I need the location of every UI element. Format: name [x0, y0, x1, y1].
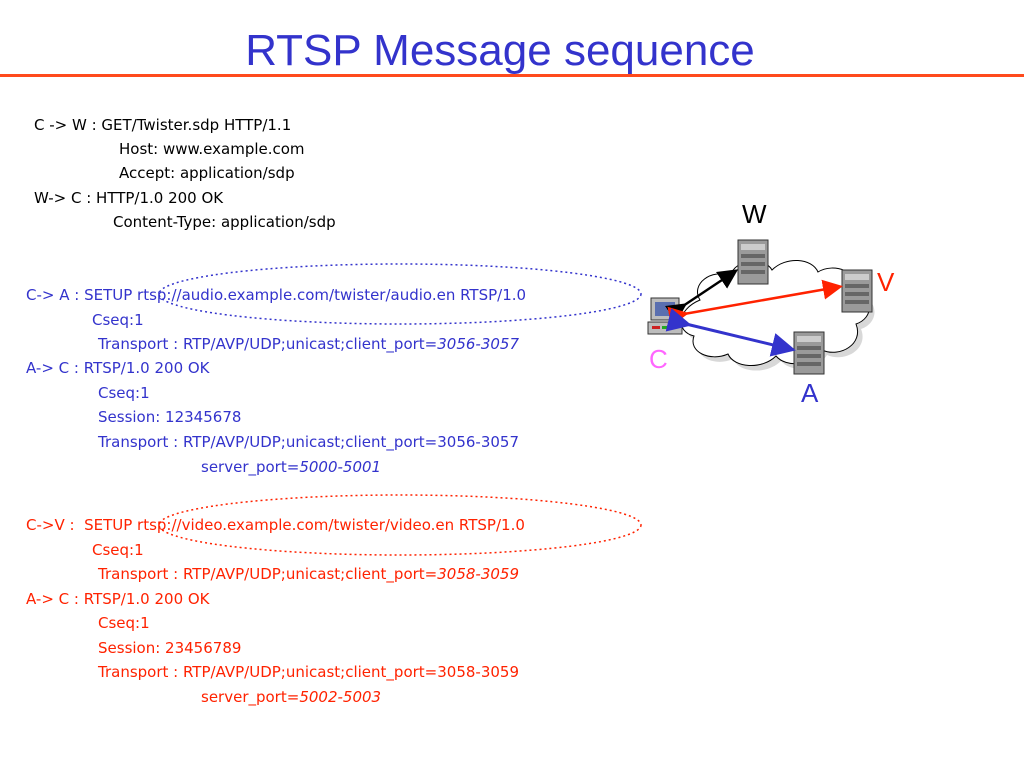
video-response-cseq-line: Cseq:1	[98, 614, 150, 632]
arrow-c-v	[667, 279, 843, 327]
audio-response-transport-line: Transport : RTP/AVP/UDP;unicast;client_p…	[98, 433, 520, 451]
audio-server-port-line: server_port=5000-5001	[201, 458, 381, 476]
video-client-port: 3058-3059	[437, 565, 520, 583]
http-content-type-line: Content-Type: application/sdp	[113, 213, 336, 231]
video-server-port-line: server_port=5002-5003	[201, 688, 381, 706]
http-host-line: Host: www.example.com	[119, 140, 305, 158]
audio-response-line: A-> C : RTSP/1.0 200 OK	[26, 359, 210, 377]
audio-session-line: Session: 12345678	[98, 408, 242, 426]
video-response-line: A-> C : RTSP/1.0 200 OK	[26, 590, 210, 608]
http-accept-line: Accept: application/sdp	[119, 164, 295, 182]
audio-client-port: 3056-3057	[437, 335, 520, 353]
http-request-line: C -> W : GET/Twister.sdp HTTP/1.1	[34, 116, 292, 134]
client-computer-icon	[647, 297, 683, 335]
node-label-c: C	[649, 344, 668, 374]
server-v-icon	[841, 269, 873, 313]
arrow-c-a	[665, 308, 796, 357]
audio-response-cseq-line: Cseq:1	[98, 384, 150, 402]
audio-transport-line: Transport : RTP/AVP/UDP;unicast;client_p…	[98, 335, 519, 353]
node-label-w: W	[742, 199, 767, 229]
video-server-port-prefix: server_port=	[201, 688, 300, 706]
audio-server-port-prefix: server_port=	[201, 458, 300, 476]
audio-server-port: 5000-5001	[299, 458, 382, 476]
server-a-icon	[793, 331, 825, 375]
server-w-icon	[737, 239, 769, 285]
audio-transport-prefix: Transport : RTP/AVP/UDP;unicast;client_p…	[98, 335, 438, 353]
title-underline	[0, 74, 1024, 77]
arrow-c-w	[664, 269, 739, 323]
video-transport-prefix: Transport : RTP/AVP/UDP;unicast;client_p…	[98, 565, 438, 583]
video-cseq-line: Cseq:1	[92, 541, 144, 559]
audio-cseq-line: Cseq:1	[92, 311, 144, 329]
video-transport-line: Transport : RTP/AVP/UDP;unicast;client_p…	[98, 565, 519, 583]
network-cloud-outline	[680, 260, 870, 366]
node-label-a: A	[801, 378, 819, 408]
video-server-port: 5002-5003	[299, 688, 382, 706]
node-label-v: V	[877, 267, 895, 297]
video-session-line: Session: 23456789	[98, 639, 242, 657]
network-cloud-icon	[686, 265, 875, 371]
audio-setup-line: C-> A : SETUP rtsp://audio.example.com/t…	[26, 286, 527, 304]
video-setup-line: C->V : SETUP rtsp://video.example.com/tw…	[26, 516, 525, 534]
slide-title: RTSP Message sequence	[245, 26, 755, 75]
video-response-transport-line: Transport : RTP/AVP/UDP;unicast;client_p…	[98, 663, 520, 681]
http-response-line: W-> C : HTTP/1.0 200 OK	[34, 189, 224, 207]
